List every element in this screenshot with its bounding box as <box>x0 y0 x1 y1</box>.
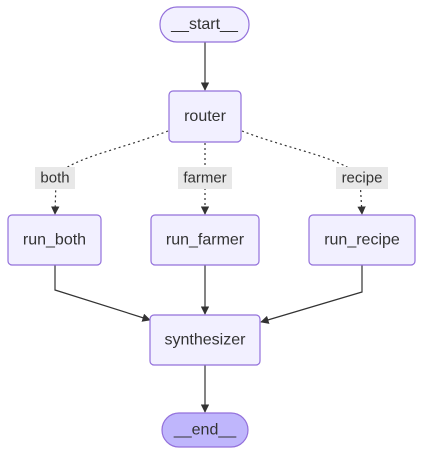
edge-label-recipe: recipe <box>336 167 388 189</box>
node-start[interactable]: __start__ <box>159 6 250 43</box>
node-start-label: __start__ <box>170 16 239 33</box>
node-run-both-label: run_both <box>23 232 86 249</box>
node-router[interactable]: router <box>168 90 242 143</box>
node-synthesizer[interactable]: synthesizer <box>149 314 261 366</box>
edge-label-recipe-text: recipe <box>342 170 383 187</box>
node-router-label: router <box>184 108 226 125</box>
node-synthesizer-label: synthesizer <box>165 332 247 349</box>
node-run-farmer-label: run_farmer <box>166 232 245 249</box>
node-run-farmer[interactable]: run_farmer <box>150 214 260 266</box>
node-run-recipe[interactable]: run_recipe <box>308 214 416 266</box>
node-end-label: __end__ <box>173 422 237 439</box>
edge-run-recipe-synthesizer <box>260 265 363 324</box>
edge-label-farmer-text: farmer <box>183 170 226 187</box>
node-run-recipe-label: run_recipe <box>324 232 400 249</box>
edge-label-farmer: farmer <box>178 167 232 189</box>
edge-run-both-synthesizer <box>54 265 151 322</box>
edge-label-both: both <box>35 167 75 189</box>
edge-label-both-text: both <box>40 170 69 187</box>
node-run-both[interactable]: run_both <box>7 214 102 266</box>
node-end[interactable]: __end__ <box>161 412 249 448</box>
